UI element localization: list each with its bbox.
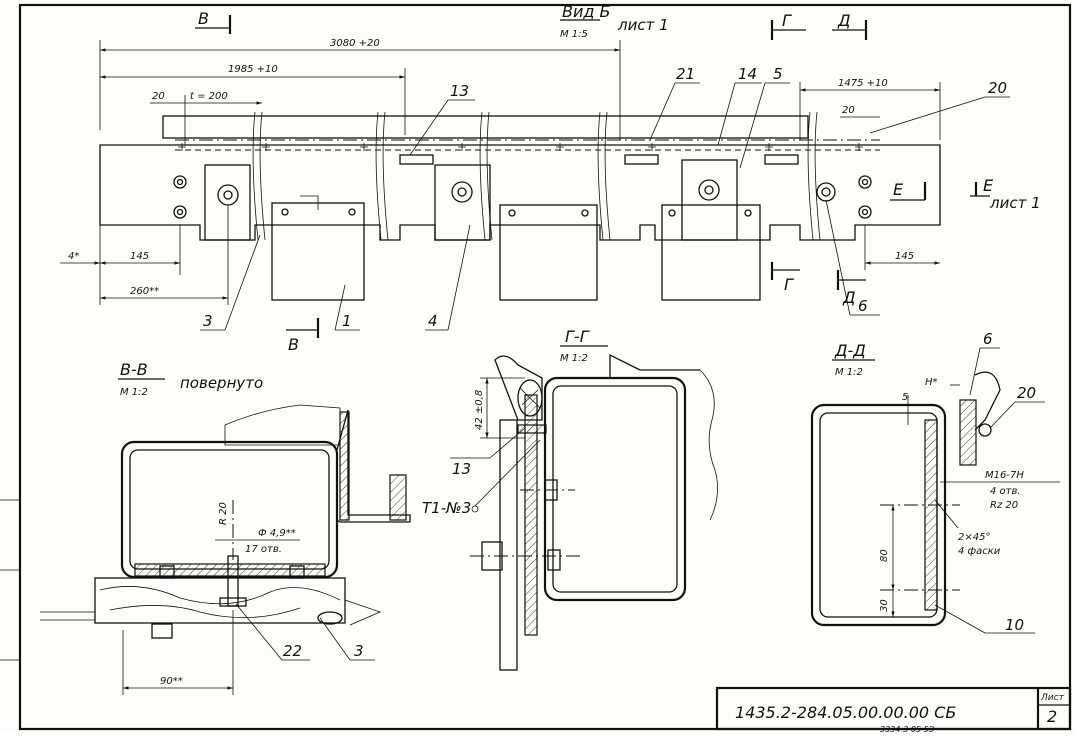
section-mark-d-bottom: Д — [842, 288, 856, 307]
callout-13-main: 13 — [450, 82, 469, 100]
stamp-footer: 3334-3 05 5Э — [880, 725, 935, 733]
dim-5: 5 — [902, 392, 908, 403]
sheet-label: Лист — [1040, 693, 1065, 703]
section-dd-title: Д-Д — [834, 341, 866, 360]
dim-1475: 1475 +10 — [838, 78, 888, 89]
section-vv: В-В М 1:2 повернуто Ф 4,9** 17 отв. R 20 — [40, 360, 411, 695]
section-mark-g-bottom: Г — [784, 275, 794, 294]
dim-1985: 1985 +10 — [228, 64, 278, 75]
callout-6-main: 6 — [858, 297, 868, 315]
view-b-title: Вид Б — [562, 2, 611, 21]
dim-30: 30 — [879, 599, 890, 612]
section-mark-v-top: В — [198, 9, 209, 28]
dim-90: 90** — [160, 676, 183, 687]
view-e-mark: Е — [893, 180, 904, 199]
callout-13-gg: 13 — [452, 460, 471, 478]
holes-17: 17 отв. — [245, 544, 282, 555]
dim-h: Н* — [925, 377, 938, 388]
callout-20-main: 20 — [988, 79, 1007, 97]
callout-21: 21 — [676, 65, 695, 83]
view-b-scale: М 1:5 — [560, 29, 588, 40]
section-gg-scale: М 1:2 — [560, 353, 588, 364]
callout-10: 10 — [1005, 616, 1024, 634]
dim-20-left: 20 — [152, 91, 165, 102]
dia-49: Ф 4,9** — [258, 528, 296, 539]
view-e-ref-note: лист 1 — [989, 194, 1041, 212]
dim-4: 4* — [68, 251, 79, 262]
callout-5: 5 — [773, 65, 783, 83]
callout-4: 4 — [428, 312, 438, 330]
dim-20-right: 20 — [842, 105, 855, 116]
chamfer-2x45: 2×45° — [958, 532, 990, 543]
section-vv-title: В-В — [120, 360, 148, 379]
section-mark-d-top: Д — [837, 11, 851, 30]
section-mark-v-bottom: В — [288, 335, 299, 354]
callout-3-main: 3 — [203, 312, 213, 330]
section-dd: Д-Д М 1:2 80 30 5 Н* М16-7Н 4 отв. Rz 20… — [810, 330, 1060, 634]
chamfer-count: 4 фаски — [958, 546, 1001, 557]
weld-ref: Т1-№3 — [422, 499, 471, 517]
dim-3080: 3080 +20 — [330, 38, 380, 49]
section-gg: Г-Г М 1:2 42 ±0,8 13 Т1-№3 — [422, 327, 718, 671]
sheet-number: 2 — [1047, 707, 1057, 726]
view-e-ref: Е — [983, 176, 994, 195]
dim-145-right: 145 — [895, 251, 914, 262]
callout-6-dd: 6 — [983, 330, 993, 348]
section-mark-g-top: Г — [782, 11, 792, 30]
holes-4: 4 отв. — [990, 486, 1021, 497]
document-number: 1435.2-284.05.00.00.00 СБ — [735, 703, 956, 722]
callout-14: 14 — [738, 65, 757, 83]
rz-20: Rz 20 — [990, 500, 1018, 511]
dim-pitch: t = 200 — [190, 91, 228, 102]
dim-80: 80 — [879, 549, 890, 562]
callout-1: 1 — [342, 312, 352, 330]
section-vv-scale: М 1:2 — [120, 387, 148, 398]
dim-145-left: 145 — [130, 251, 149, 262]
callout-20-dd: 20 — [1017, 384, 1036, 402]
title-block: 1435.2-284.05.00.00.00 СБ Лист 2 3334-3 … — [715, 686, 1072, 734]
main-view: Вид Б М 1:5 лист 1 В Г Д 3080 +20 1985 +… — [60, 2, 1041, 354]
view-b-note: лист 1 — [617, 16, 669, 34]
dim-42: 42 ±0,8 — [474, 390, 485, 430]
radius-20: R 20 — [218, 502, 229, 525]
section-vv-note: повернуто — [180, 374, 263, 392]
callout-22: 22 — [283, 642, 302, 660]
dim-260: 260** — [130, 286, 159, 297]
callout-3-vv: 3 — [354, 642, 364, 660]
section-gg-title: Г-Г — [565, 327, 590, 346]
thread-m16: М16-7Н — [985, 470, 1024, 481]
section-dd-scale: М 1:2 — [835, 367, 863, 378]
sheet-frame — [18, 3, 1072, 731]
